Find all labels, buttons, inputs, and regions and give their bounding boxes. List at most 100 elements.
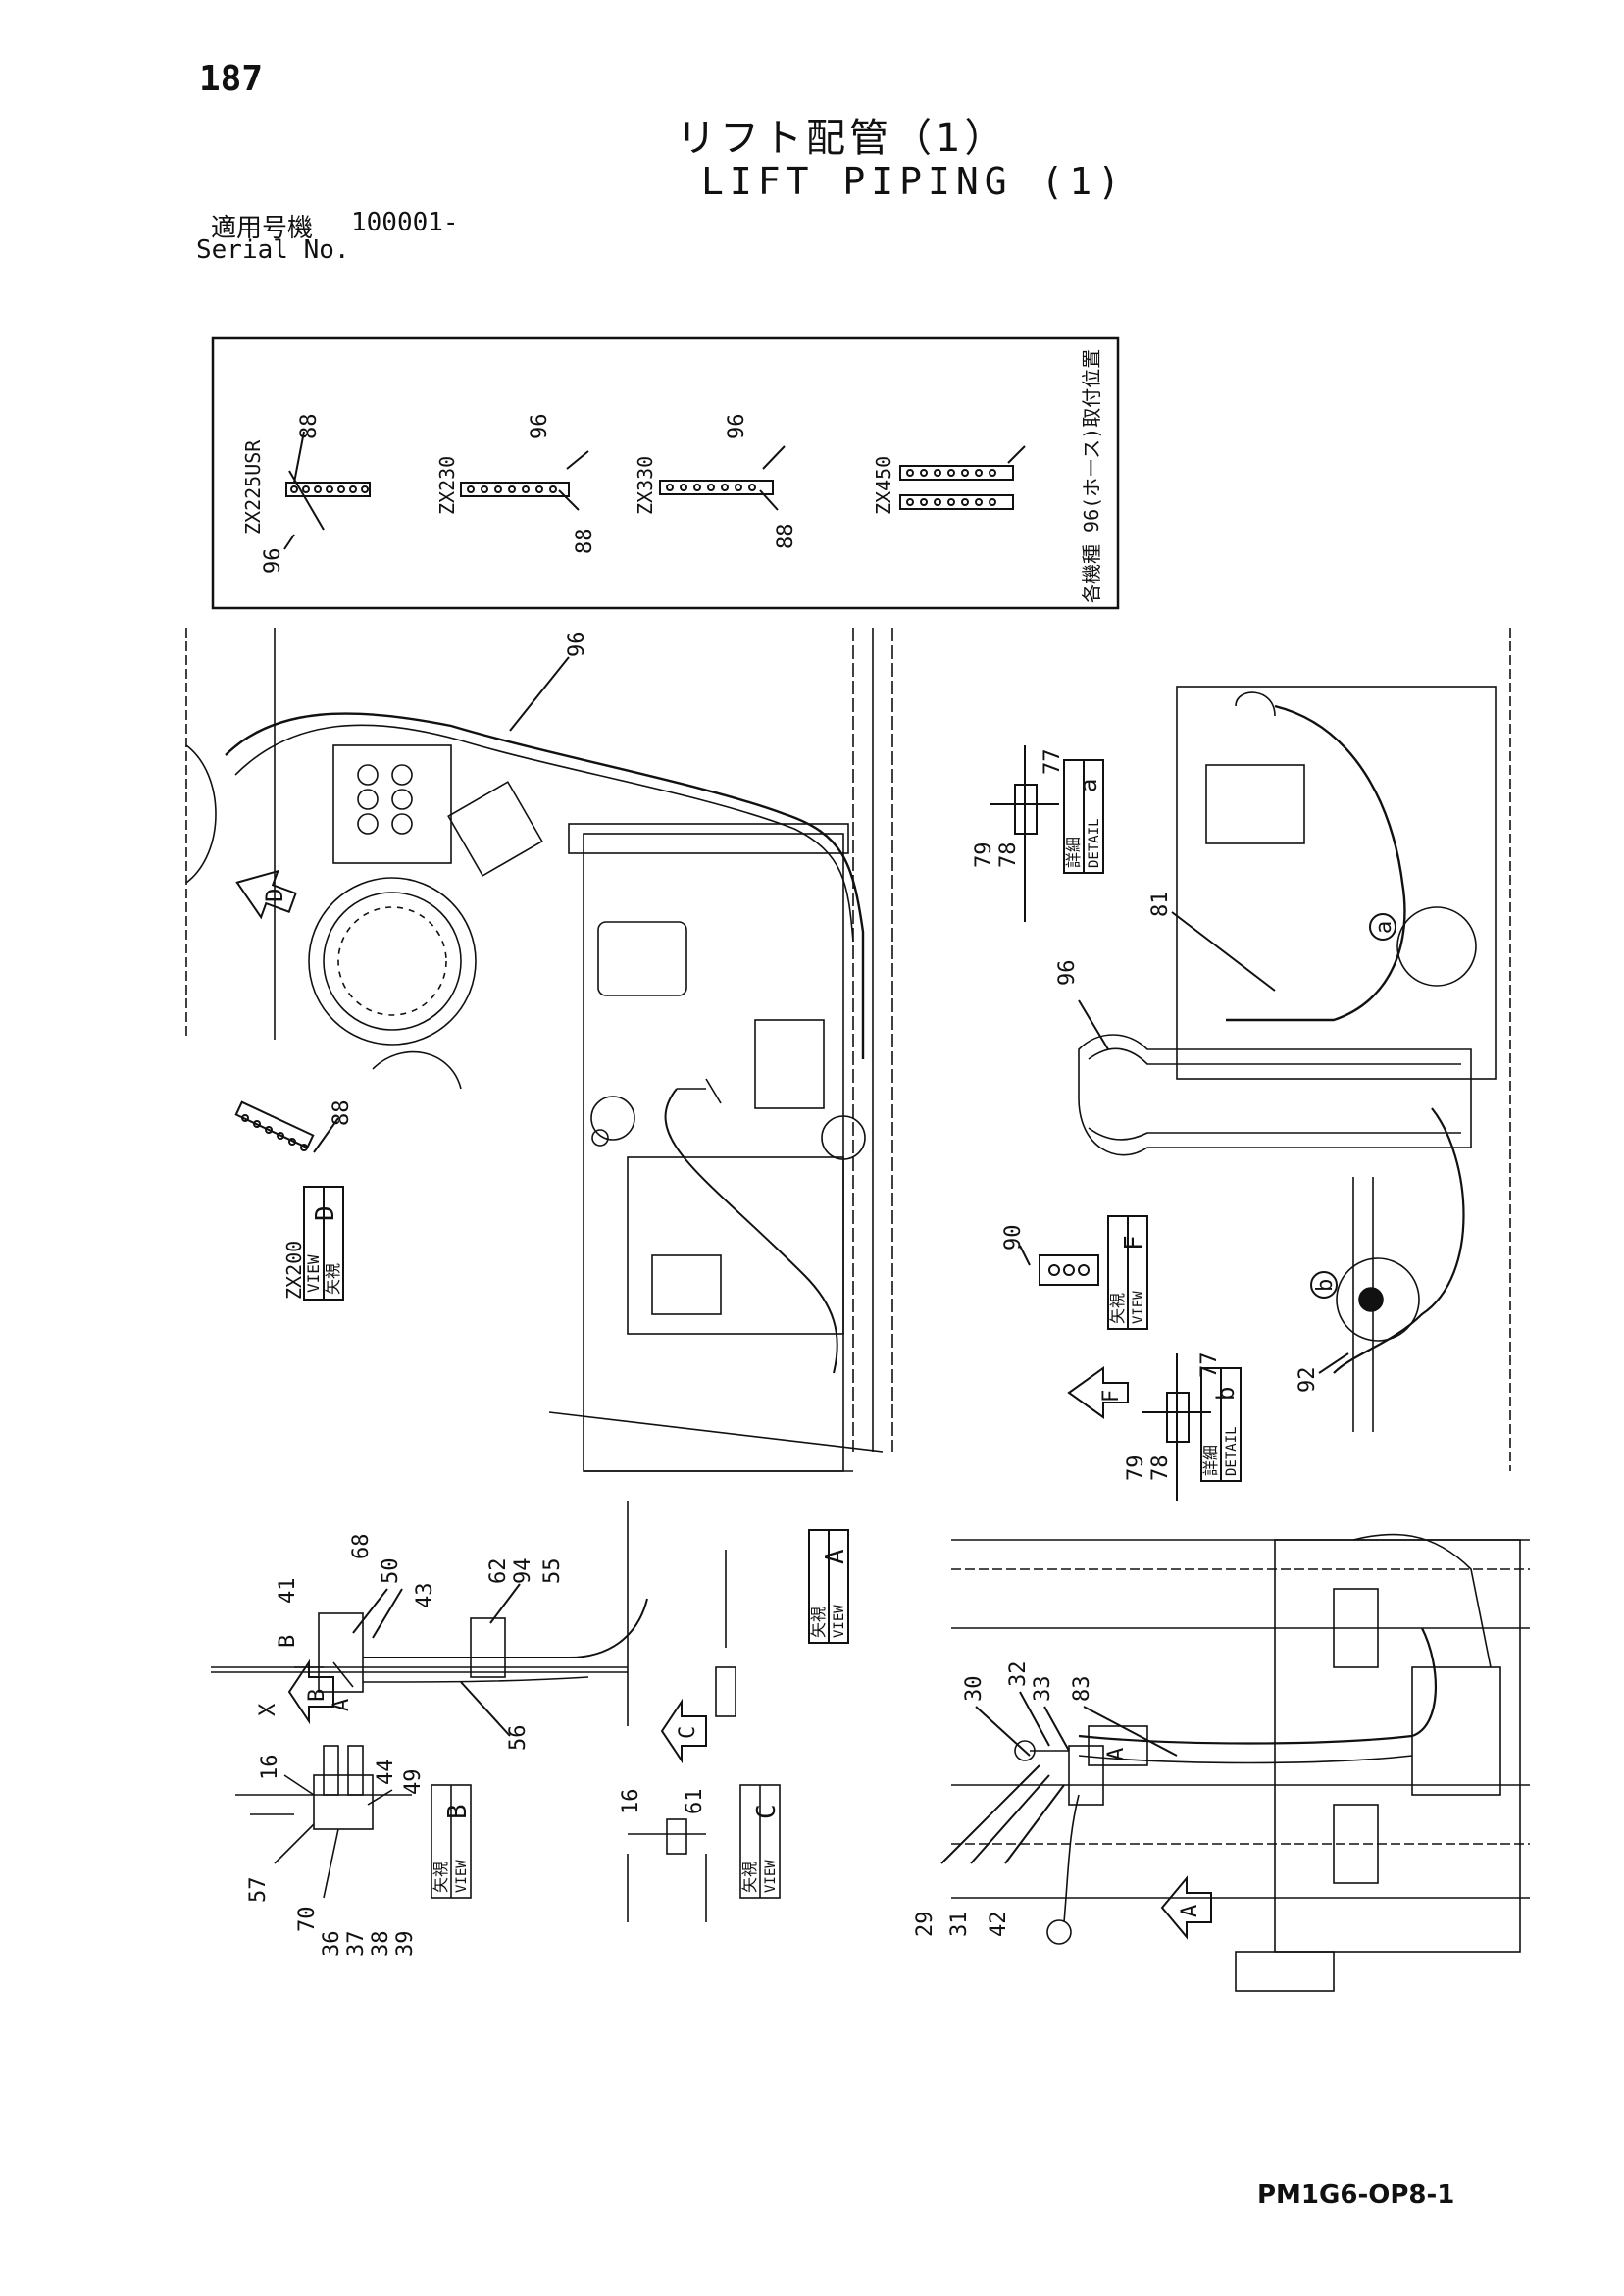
- view-arrow-c: C: [660, 1698, 707, 1764]
- view-b-group: 矢視 VIEW B 16 44 49 57 70 36 37 38 39: [235, 1745, 473, 1958]
- inset-zx450: ZX450: [872, 445, 1026, 515]
- detail-a-letter: a: [1075, 779, 1102, 792]
- view-b-part-38: 38: [369, 1931, 393, 1958]
- view-b-part-36: 36: [320, 1931, 344, 1958]
- inset-model-label: ZX330: [634, 456, 657, 515]
- bottom-part-83: 83: [1070, 1676, 1094, 1703]
- detail-a-jp: 詳細: [1064, 837, 1083, 868]
- serial-label-english: Serial No.: [196, 235, 350, 265]
- model-inset-panel: ZX225USR 88 96 ZX230 96 88 ZX: [211, 336, 1120, 610]
- view-arrow-d: D: [235, 869, 297, 920]
- bottom-part-42: 42: [987, 1912, 1011, 1938]
- inset-zx230: ZX230 96 88: [435, 414, 597, 555]
- view-b-jp: 矢視: [431, 1862, 450, 1893]
- detail-b-en: DETAIL: [1224, 1426, 1240, 1476]
- detail-marker-a: a: [1369, 913, 1396, 941]
- view-a-part-56: 56: [506, 1725, 531, 1752]
- lower-right-frame-drawing: [951, 1533, 1530, 1992]
- callout-81: 81: [1148, 892, 1173, 918]
- view-f-part: 90: [1001, 1225, 1026, 1251]
- callout-96-top: 96: [565, 632, 589, 658]
- view-a-letter-b: B: [276, 1635, 300, 1648]
- view-arrow-f: F: [1067, 1366, 1129, 1419]
- inset-model-label: ZX225USR: [241, 439, 265, 535]
- bottom-part-31: 31: [947, 1912, 972, 1938]
- view-a-letter-a: A: [330, 1699, 354, 1711]
- view-a-en: VIEW: [832, 1605, 847, 1638]
- arrow-b-letter: B: [305, 1689, 330, 1702]
- view-d-part: 88: [330, 1100, 354, 1127]
- view-b-letter: B: [443, 1804, 473, 1819]
- inset-callout-top: 88: [297, 414, 322, 440]
- upper-frame-drawing: [185, 628, 893, 1472]
- bottom-part-32: 32: [1006, 1661, 1031, 1688]
- right-frame-drawing: [1078, 628, 1511, 1471]
- view-a-part-43: 43: [413, 1583, 437, 1609]
- view-d-group: 88 矢視 VIEW D ZX200: [234, 1100, 354, 1301]
- view-d-en: VIEW: [304, 1254, 323, 1293]
- view-b-part-39: 39: [393, 1931, 418, 1958]
- view-a-box: 矢視 VIEW A: [808, 1529, 850, 1644]
- arrow-d-letter: D: [261, 889, 288, 902]
- view-b-part-49: 49: [401, 1769, 426, 1796]
- inset-callout-top: 96: [528, 414, 552, 440]
- arrow-f-letter: F: [1099, 1390, 1124, 1403]
- detail-marker-b: b: [1310, 1271, 1338, 1299]
- inset-callout-bottom: 88: [774, 524, 798, 550]
- view-f-letter: F: [1120, 1235, 1149, 1250]
- view-a-part-62: 62: [486, 1558, 511, 1585]
- detail-a-part-79: 79: [972, 842, 996, 869]
- view-b-part-57: 57: [246, 1877, 271, 1904]
- inset-zx330: ZX330 96 88: [634, 414, 798, 550]
- view-b-part-44: 44: [374, 1760, 398, 1786]
- bottom-letter-a: A: [1104, 1748, 1129, 1760]
- page-title-english: LIFT PIPING (1): [701, 160, 1127, 203]
- arrow-c-letter: C: [676, 1726, 700, 1739]
- page-number: 187: [199, 59, 264, 99]
- inset-zx225usr: ZX225USR 88 96: [241, 414, 371, 575]
- view-a-part-55: 55: [540, 1558, 565, 1585]
- detail-b-jp: 詳細: [1201, 1445, 1220, 1476]
- view-f-jp: 矢視: [1108, 1293, 1127, 1324]
- view-a-jp: 矢視: [809, 1607, 828, 1638]
- view-a-part-41: 41: [276, 1578, 300, 1605]
- right-callouts: 81 96 92: [1055, 892, 1349, 1394]
- view-a-part-68: 68: [349, 1534, 374, 1560]
- view-a-letter: A: [821, 1549, 850, 1564]
- detail-a-en: DETAIL: [1087, 818, 1102, 868]
- view-arrow-a: A: [1160, 1875, 1212, 1940]
- view-a-part-50: 50: [379, 1558, 403, 1585]
- view-b-part-70: 70: [295, 1907, 320, 1933]
- inset-model-label: ZX230: [435, 456, 459, 515]
- view-f-en: VIEW: [1131, 1291, 1146, 1324]
- serial-label-japanese: 適用号機: [211, 214, 314, 243]
- lower-right-callouts: 30 32 33 83 29 31 42 A: [913, 1661, 1178, 1938]
- view-a-piping: [211, 1501, 736, 1726]
- detail-b-letter: b: [1212, 1387, 1240, 1401]
- view-b-part-37: 37: [344, 1931, 369, 1958]
- view-arrow-b: B: [287, 1658, 334, 1725]
- view-d-model: ZX200: [282, 1241, 306, 1300]
- circle-b-letter: b: [1313, 1279, 1338, 1292]
- detail-a-group: 77 78 79 詳細 DETAIL a: [972, 745, 1104, 922]
- view-c-en: VIEW: [763, 1860, 779, 1893]
- drawing-code: PM1G6-OP8-1: [1257, 2180, 1455, 2210]
- inset-note: 各機種 96(ホース)取付位置: [1080, 349, 1103, 603]
- inset-model-label: ZX450: [872, 456, 895, 515]
- detail-b-part-78: 78: [1148, 1455, 1173, 1482]
- detail-b-group: 77 78 79 詳細 DETAIL b: [1124, 1352, 1242, 1501]
- callout-92: 92: [1295, 1367, 1320, 1394]
- serial-value: 100001-: [351, 208, 459, 237]
- detail-a-part-78: 78: [996, 842, 1021, 869]
- view-a-letter-x: X: [256, 1703, 280, 1716]
- detail-b-part-79: 79: [1124, 1455, 1148, 1482]
- page-title-japanese: リフト配管（1）: [677, 116, 1008, 161]
- inset-callout-bottom: 96: [261, 548, 285, 575]
- arrow-a-letter: A: [1178, 1905, 1202, 1917]
- callout-top-hose: 96: [509, 632, 589, 732]
- bottom-part-29: 29: [913, 1912, 938, 1938]
- circle-a-letter: a: [1372, 921, 1396, 934]
- bottom-part-30: 30: [962, 1676, 987, 1703]
- view-c-group: 16 61 矢視 VIEW C: [619, 1784, 782, 1922]
- inset-callout-top: 96: [725, 414, 749, 440]
